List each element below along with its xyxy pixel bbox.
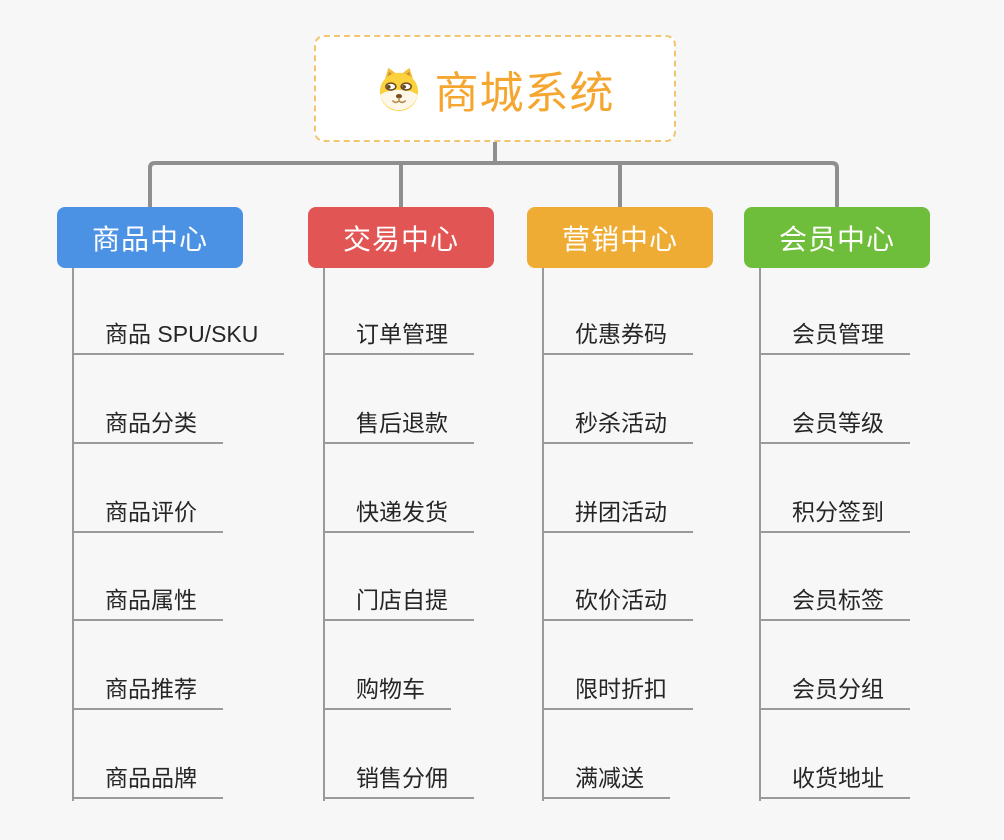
branch-spine-line [72, 268, 74, 801]
branch-topic-member-center[interactable]: 会员中心 [744, 207, 930, 268]
subtopic-coupon-code[interactable]: 优惠券码 [542, 315, 693, 355]
branch-topic-trade-center[interactable]: 交易中心 [308, 207, 494, 268]
bus-line [148, 161, 839, 207]
subtopic-product-attribute[interactable]: 商品属性 [72, 581, 223, 621]
subtopic-product-brand[interactable]: 商品品牌 [72, 759, 223, 799]
subtopic-points-checkin[interactable]: 积分签到 [759, 493, 910, 533]
subtopic-member-level[interactable]: 会员等级 [759, 404, 910, 444]
root-topic[interactable]: 商城系统 [314, 35, 676, 142]
subtopic-aftersale-refund[interactable]: 售后退款 [323, 404, 474, 444]
subtopic-full-reduction[interactable]: 满减送 [542, 759, 670, 799]
branch-product-center: 商品中心 商品 SPU/SKU 商品分类 商品评价 商品属性 商品推荐 商品品牌 [57, 207, 317, 807]
shiba-dog-icon [376, 66, 422, 112]
subtopic-member-groups[interactable]: 会员分组 [759, 670, 910, 710]
subtopic-member-management[interactable]: 会员管理 [759, 315, 910, 355]
subtopic-product-recommend[interactable]: 商品推荐 [72, 670, 223, 710]
branch-member-center: 会员中心 会员管理 会员等级 积分签到 会员标签 会员分组 收货地址 [744, 207, 1004, 807]
subtopic-limited-time-discount[interactable]: 限时折扣 [542, 670, 693, 710]
subtopic-shipping-address[interactable]: 收货地址 [759, 759, 910, 799]
subtopic-express-shipping[interactable]: 快递发货 [323, 493, 474, 533]
subtopic-sales-commission[interactable]: 销售分佣 [323, 759, 474, 799]
branch-trade-center: 交易中心 订单管理 售后退款 快递发货 门店自提 购物车 销售分佣 [308, 207, 568, 807]
subtopic-group-buy[interactable]: 拼团活动 [542, 493, 693, 533]
subtopic-flash-sale[interactable]: 秒杀活动 [542, 404, 693, 444]
subtopic-store-pickup[interactable]: 门店自提 [323, 581, 474, 621]
subtopic-order-management[interactable]: 订单管理 [323, 315, 474, 355]
subtopic-shopping-cart[interactable]: 购物车 [323, 670, 451, 710]
branch-topic-marketing-center[interactable]: 营销中心 [527, 207, 713, 268]
branch-spine-line [323, 268, 325, 801]
branch-spine-line [759, 268, 761, 801]
subtopic-product-category[interactable]: 商品分类 [72, 404, 223, 444]
subtopic-member-tags[interactable]: 会员标签 [759, 581, 910, 621]
subtopic-product-review[interactable]: 商品评价 [72, 493, 223, 533]
subtopic-product-spu-sku[interactable]: 商品 SPU/SKU [72, 315, 285, 355]
subtopic-bargain-activity[interactable]: 砍价活动 [542, 581, 693, 621]
root-topic-label: 商城系统 [434, 68, 615, 118]
branch-spine-line [542, 268, 544, 801]
branch-topic-product-center[interactable]: 商品中心 [57, 207, 243, 268]
branch-marketing-center: 营销中心 优惠券码 秒杀活动 拼团活动 砍价活动 限时折扣 满减送 [527, 207, 787, 807]
